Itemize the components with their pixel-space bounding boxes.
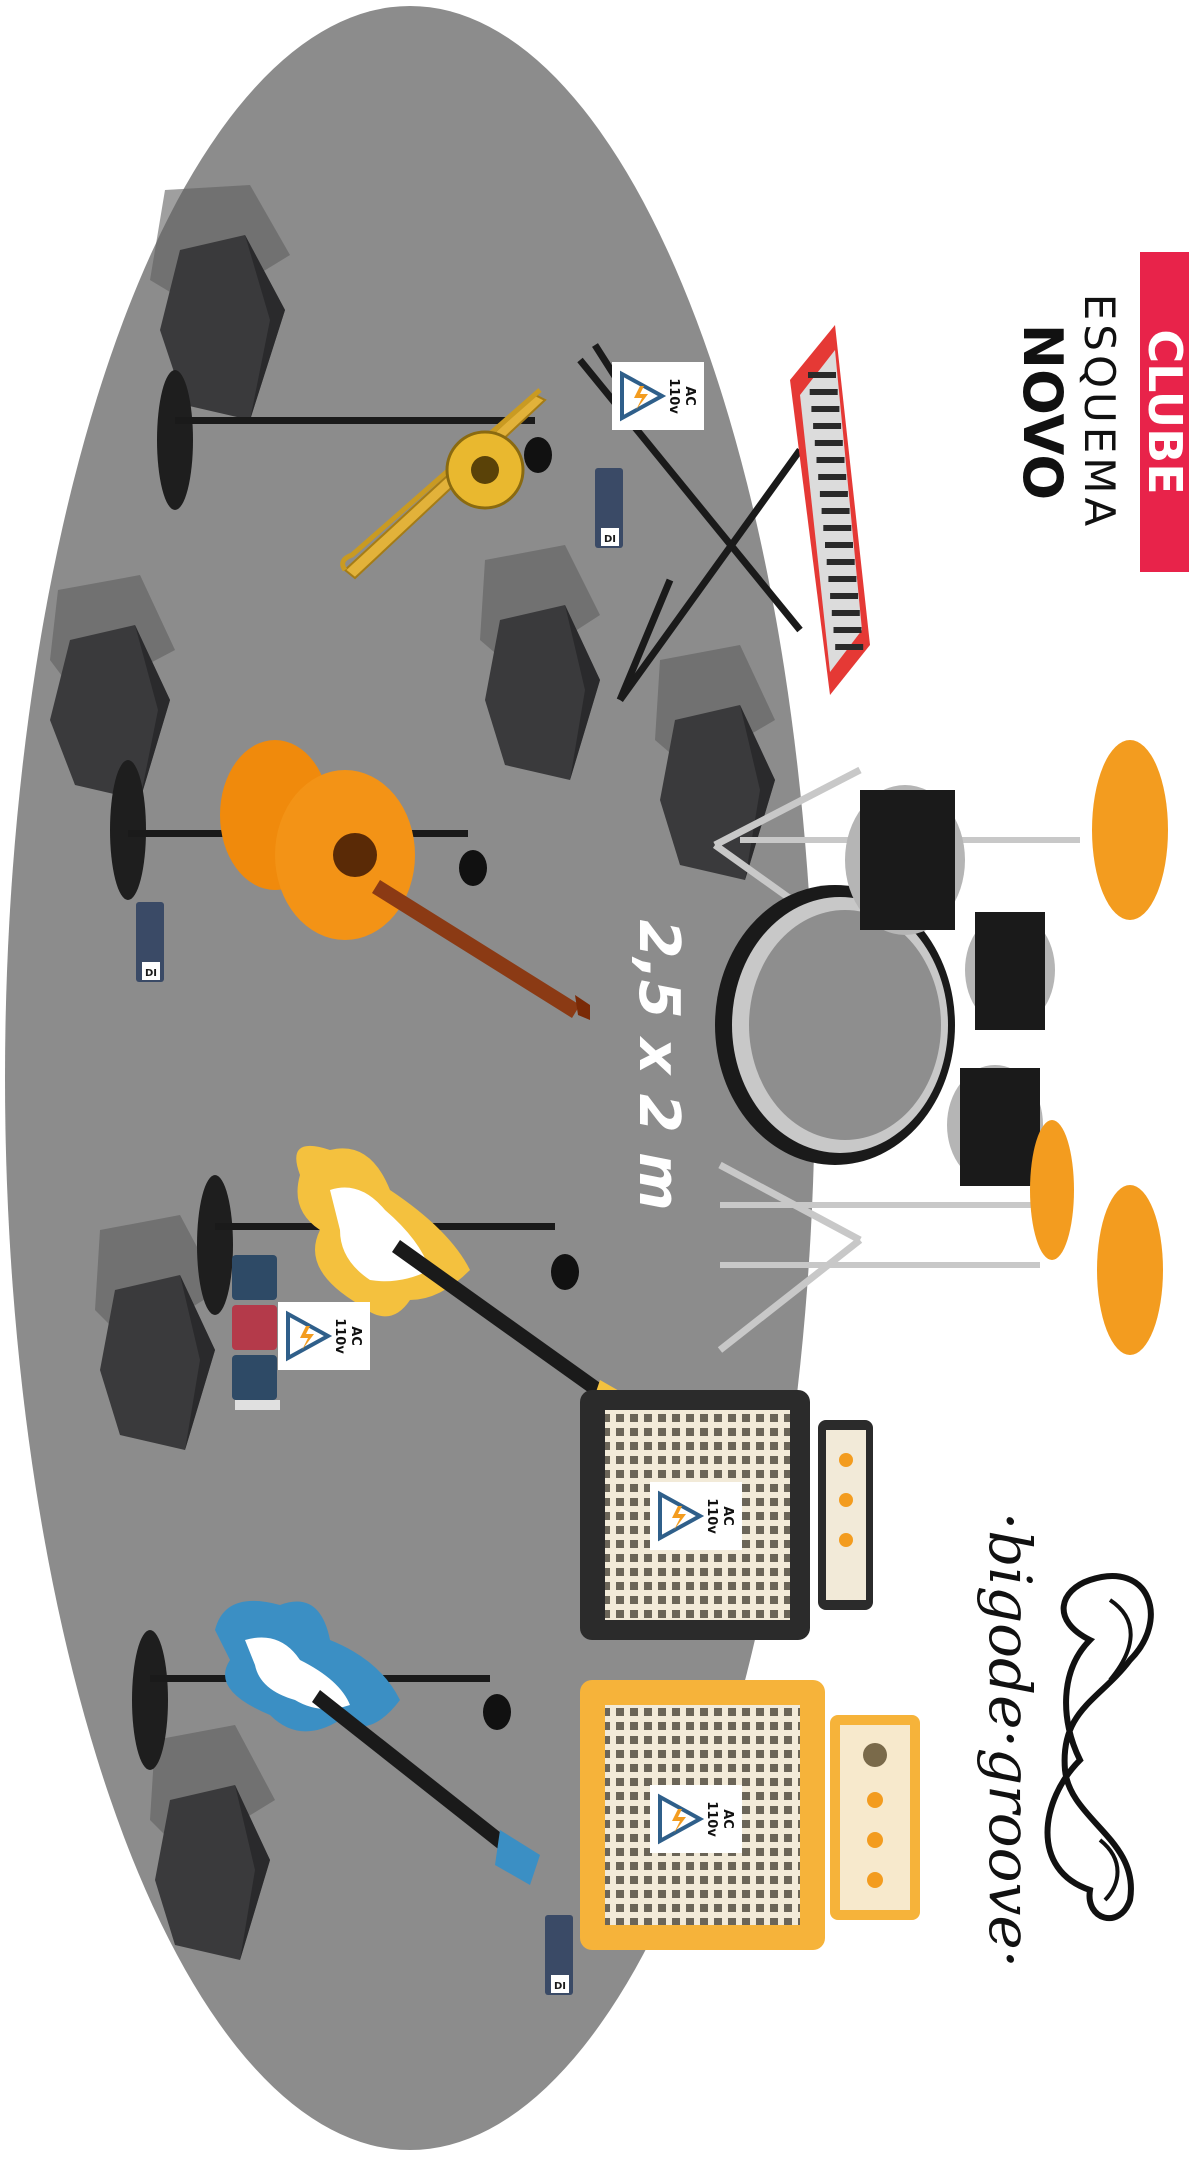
keyboard-key bbox=[815, 440, 843, 446]
svg-text:110v: 110v bbox=[332, 1318, 347, 1354]
svg-text:NOVO: NOVO bbox=[1011, 324, 1074, 500]
keyboard-key bbox=[825, 542, 853, 548]
keyboard-key bbox=[808, 372, 836, 378]
svg-text:CLUBE: CLUBE bbox=[1138, 329, 1189, 494]
stage-dimensions-label: 2,5 x 2 m bbox=[626, 919, 691, 1210]
keyboard-key bbox=[834, 627, 862, 633]
keyboard-key bbox=[820, 491, 848, 497]
pedalboard bbox=[232, 1255, 280, 1410]
power-outlet-2: AC 110v bbox=[278, 1302, 370, 1370]
power-outlet-1: AC 110v bbox=[612, 362, 704, 430]
keyboard-key bbox=[832, 610, 860, 616]
svg-text:ESQUEMA: ESQUEMA bbox=[1075, 294, 1124, 531]
keyboard-key bbox=[818, 474, 846, 480]
keyboard bbox=[790, 325, 870, 695]
keyboard-key bbox=[830, 593, 858, 599]
keyboard-key bbox=[827, 559, 855, 565]
svg-text:110v: 110v bbox=[704, 1498, 719, 1534]
di-box-1: DI bbox=[595, 468, 623, 548]
keyboard-key bbox=[828, 576, 856, 582]
di-box-2: DI bbox=[136, 902, 164, 982]
bass-amp bbox=[580, 1680, 920, 1950]
keyboard-key bbox=[822, 508, 850, 514]
logo-bigode-groove: ·bigode·groove· bbox=[976, 1512, 1151, 1968]
svg-text:AC: AC bbox=[720, 1506, 735, 1526]
svg-text:110v: 110v bbox=[666, 378, 681, 414]
keyboard-key bbox=[835, 644, 863, 650]
power-outlet-4: AC 110v bbox=[650, 1785, 742, 1853]
keyboard-key bbox=[813, 423, 841, 429]
svg-text:DI: DI bbox=[145, 968, 157, 979]
svg-text:·bigode·groove·: ·bigode·groove· bbox=[976, 1512, 1044, 1968]
cymbal-ride bbox=[1092, 740, 1168, 920]
keyboard-key bbox=[810, 389, 838, 395]
svg-text:110v: 110v bbox=[704, 1801, 719, 1837]
keyboard-key bbox=[823, 525, 851, 531]
svg-text:DI: DI bbox=[604, 534, 616, 545]
svg-text:AC: AC bbox=[720, 1809, 735, 1829]
svg-text:AC: AC bbox=[348, 1326, 363, 1346]
svg-text:DI: DI bbox=[554, 1981, 566, 1992]
logo-clube-esquema-novo: CLUBE ESQUEMA NOVO bbox=[1011, 252, 1189, 572]
svg-text:AC: AC bbox=[682, 386, 697, 406]
power-outlet-3: AC 110v bbox=[650, 1482, 742, 1550]
cymbal-crash bbox=[1097, 1185, 1163, 1355]
di-box-3: DI bbox=[545, 1915, 573, 1995]
keyboard-key bbox=[817, 457, 845, 463]
cymbal-hihat bbox=[1030, 1120, 1074, 1260]
keyboard-key bbox=[811, 406, 839, 412]
